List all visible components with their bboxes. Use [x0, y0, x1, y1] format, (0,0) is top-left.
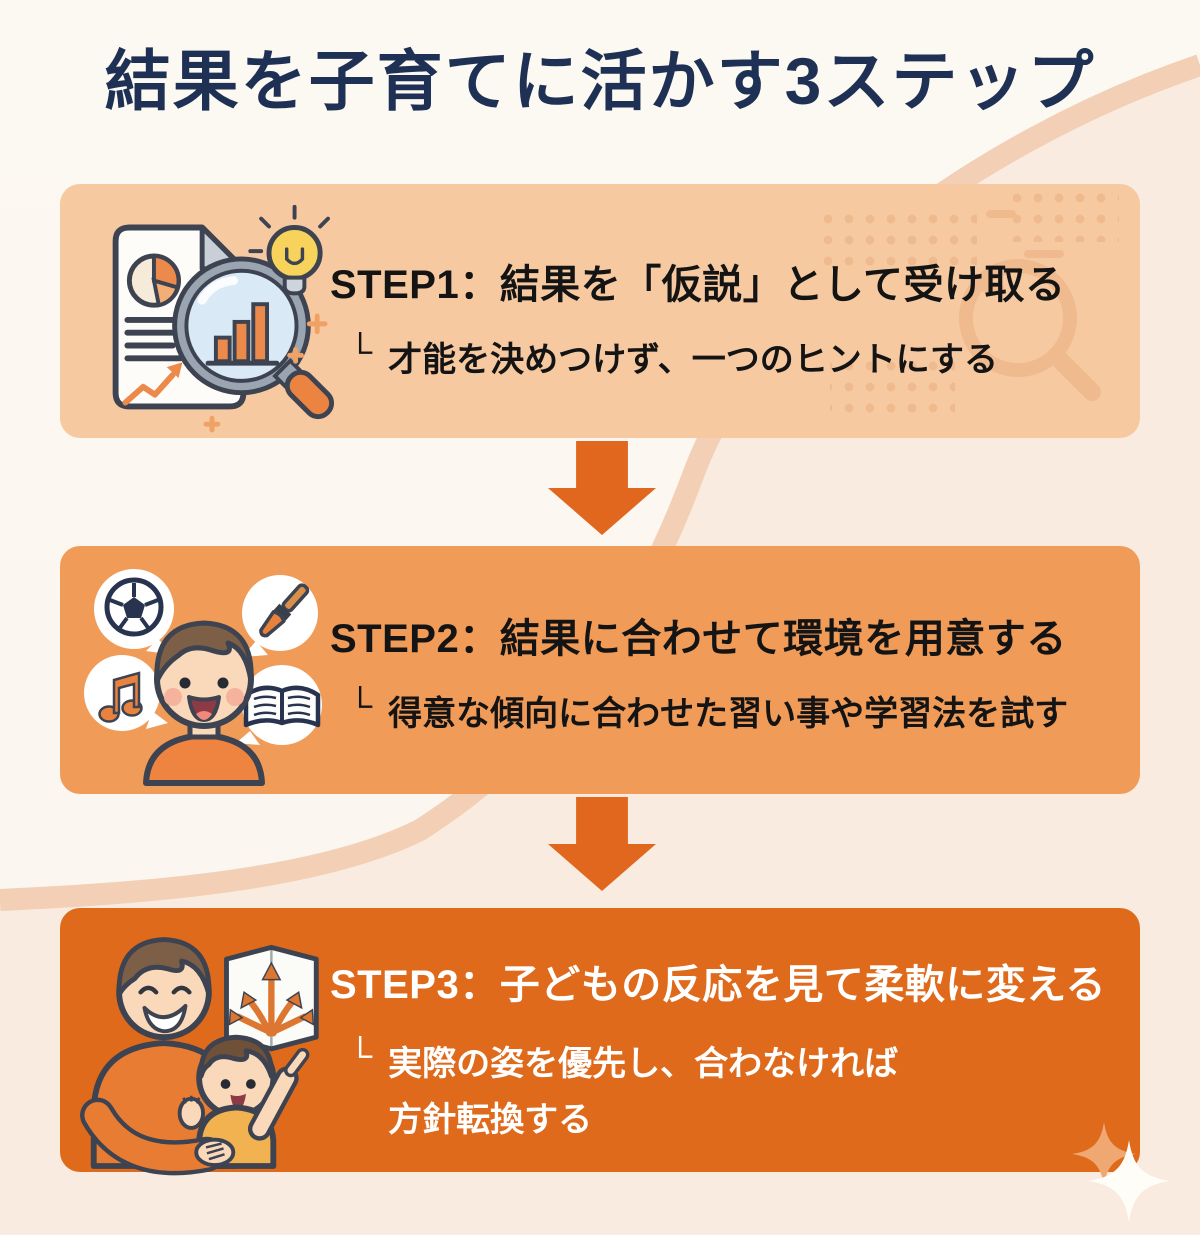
- step1-subtext: └ 才能を決めつけず、一つのヒントにする: [348, 333, 999, 379]
- step3-sub-lines: 実際の姿を優先し、合わなければ 方針転換する: [388, 1045, 899, 1140]
- elbow-glyph: └: [348, 1037, 373, 1075]
- step3-heading: STEP3：子どもの反応を見て柔軟に変える: [330, 963, 1107, 1007]
- child-interests-icon: [84, 562, 324, 786]
- step2-card: STEP2：結果に合わせて環境を用意する └ 得意な傾向に合わせた習い事や学習法…: [60, 546, 1140, 794]
- report-magnifier-lightbulb-icon: [92, 198, 335, 434]
- step2-heading: STEP2：結果に合わせて環境を用意する: [330, 617, 1067, 661]
- step1-card: STEP1：結果を「仮説」として受け取る └ 才能を決めつけず、一つのヒントにす…: [60, 184, 1140, 438]
- down-arrow-2: [548, 797, 656, 891]
- step1-heading: STEP1：結果を「仮説」として受け取る: [330, 263, 1066, 307]
- parent-child-map-icon: [80, 922, 324, 1176]
- step3-card: STEP3：子どもの反応を見て柔軟に変える └ 実際の姿を優先し、合わなければ …: [60, 908, 1140, 1176]
- elbow-glyph: └: [348, 333, 373, 371]
- page-title: 結果を子育てに活かす3ステップ: [104, 44, 1096, 118]
- down-arrow-1: [548, 441, 656, 535]
- step3-subtext: └ 実際の姿を優先し、合わなければ 方針転換する: [348, 1036, 1106, 1148]
- elbow-glyph: └: [348, 687, 373, 725]
- step2-subtext: └ 得意な傾向に合わせた習い事や学習法を試す: [348, 687, 1069, 733]
